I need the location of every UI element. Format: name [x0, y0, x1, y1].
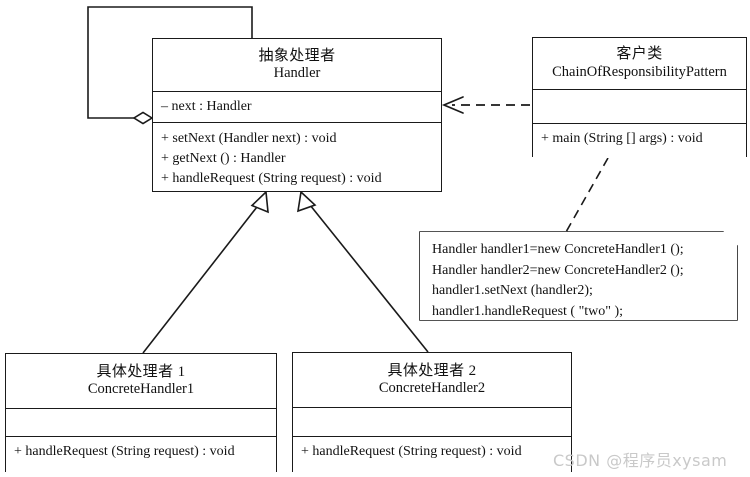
- class-name-en: Handler: [273, 65, 321, 82]
- generalization-concrete1-to-handler: [142, 190, 269, 354]
- class-operations-concrete1: + handleRequest (String request) : void: [6, 437, 276, 473]
- class-box-concrete-handler-1[interactable]: 具体处理者 1 ConcreteHandler1 + handleRequest…: [5, 353, 277, 473]
- class-operations-concrete2: + handleRequest (String request) : void: [293, 437, 571, 473]
- class-title-concrete2: 具体处理者 2 ConcreteHandler2: [293, 353, 571, 408]
- attribute-next: – next : Handler: [161, 99, 252, 114]
- operation-handlerequest: + handleRequest (String request) : void: [14, 444, 235, 459]
- class-name-en: ConcreteHandler2: [378, 380, 486, 397]
- class-attributes-concrete1: [6, 409, 276, 437]
- note-line: handler1.setNext (handler2);: [432, 283, 593, 299]
- class-name-cn: 客户类: [616, 46, 663, 63]
- code-note: Handler handler1=new ConcreteHandler1 ()…: [420, 232, 737, 320]
- class-title-client: 客户类 ChainOfResponsibilityPattern: [533, 38, 746, 90]
- note-line: Handler handler2=new ConcreteHandler2 ()…: [432, 262, 684, 278]
- class-name-cn: 抽象处理者: [258, 47, 336, 64]
- operation-handlerequest: + handleRequest (String request) : void: [161, 170, 382, 186]
- class-name-cn: 具体处理者 2: [387, 362, 477, 379]
- operation-handlerequest: + handleRequest (String request) : void: [301, 444, 522, 459]
- class-name-en: ChainOfResponsibilityPattern: [552, 63, 727, 80]
- class-operations-handler: + setNext (Handler next) : void + getNex…: [153, 123, 441, 190]
- class-title-concrete1: 具体处理者 1 ConcreteHandler1: [6, 354, 276, 409]
- class-attributes-handler: – next : Handler: [153, 92, 441, 123]
- hollow-triangle-icon: [297, 190, 317, 213]
- generalization-concrete2-to-handler: [297, 190, 429, 353]
- class-attributes-concrete2: [293, 408, 571, 437]
- hollow-triangle-icon: [250, 190, 269, 214]
- open-arrowhead-icon: [441, 96, 464, 114]
- class-box-concrete-handler-2[interactable]: 具体处理者 2 ConcreteHandler2 + handleRequest…: [292, 352, 572, 473]
- aggregation-diamond-icon: [132, 111, 154, 125]
- class-name-cn: 具体处理者 1: [96, 363, 186, 380]
- dependency-client-to-handler: [441, 96, 530, 114]
- class-name-en: ConcreteHandler1: [87, 381, 195, 398]
- watermark-text: CSDN @程序员xysam: [553, 451, 728, 470]
- note-line: Handler handler1=new ConcreteHandler1 ()…: [432, 242, 684, 257]
- class-title-handler: 抽象处理者 Handler: [153, 39, 441, 92]
- class-operations-client: + main (String [] args) : void: [533, 124, 746, 158]
- class-box-handler[interactable]: 抽象处理者 Handler – next : Handler + setNext…: [152, 38, 442, 192]
- operation-main: + main (String [] args) : void: [541, 131, 703, 146]
- class-box-client[interactable]: 客户类 ChainOfResponsibilityPattern + main …: [532, 37, 747, 158]
- class-attributes-client: [533, 90, 746, 124]
- note-anchor-line: [565, 157, 609, 233]
- operation-getnext: + getNext () : Handler: [161, 150, 286, 166]
- note-text: Handler handler1=new ConcreteHandler1 ()…: [420, 232, 737, 320]
- note-line: handler1.handleRequest ( "two" );: [432, 304, 624, 320]
- operation-setnext: + setNext (Handler next) : void: [161, 131, 337, 146]
